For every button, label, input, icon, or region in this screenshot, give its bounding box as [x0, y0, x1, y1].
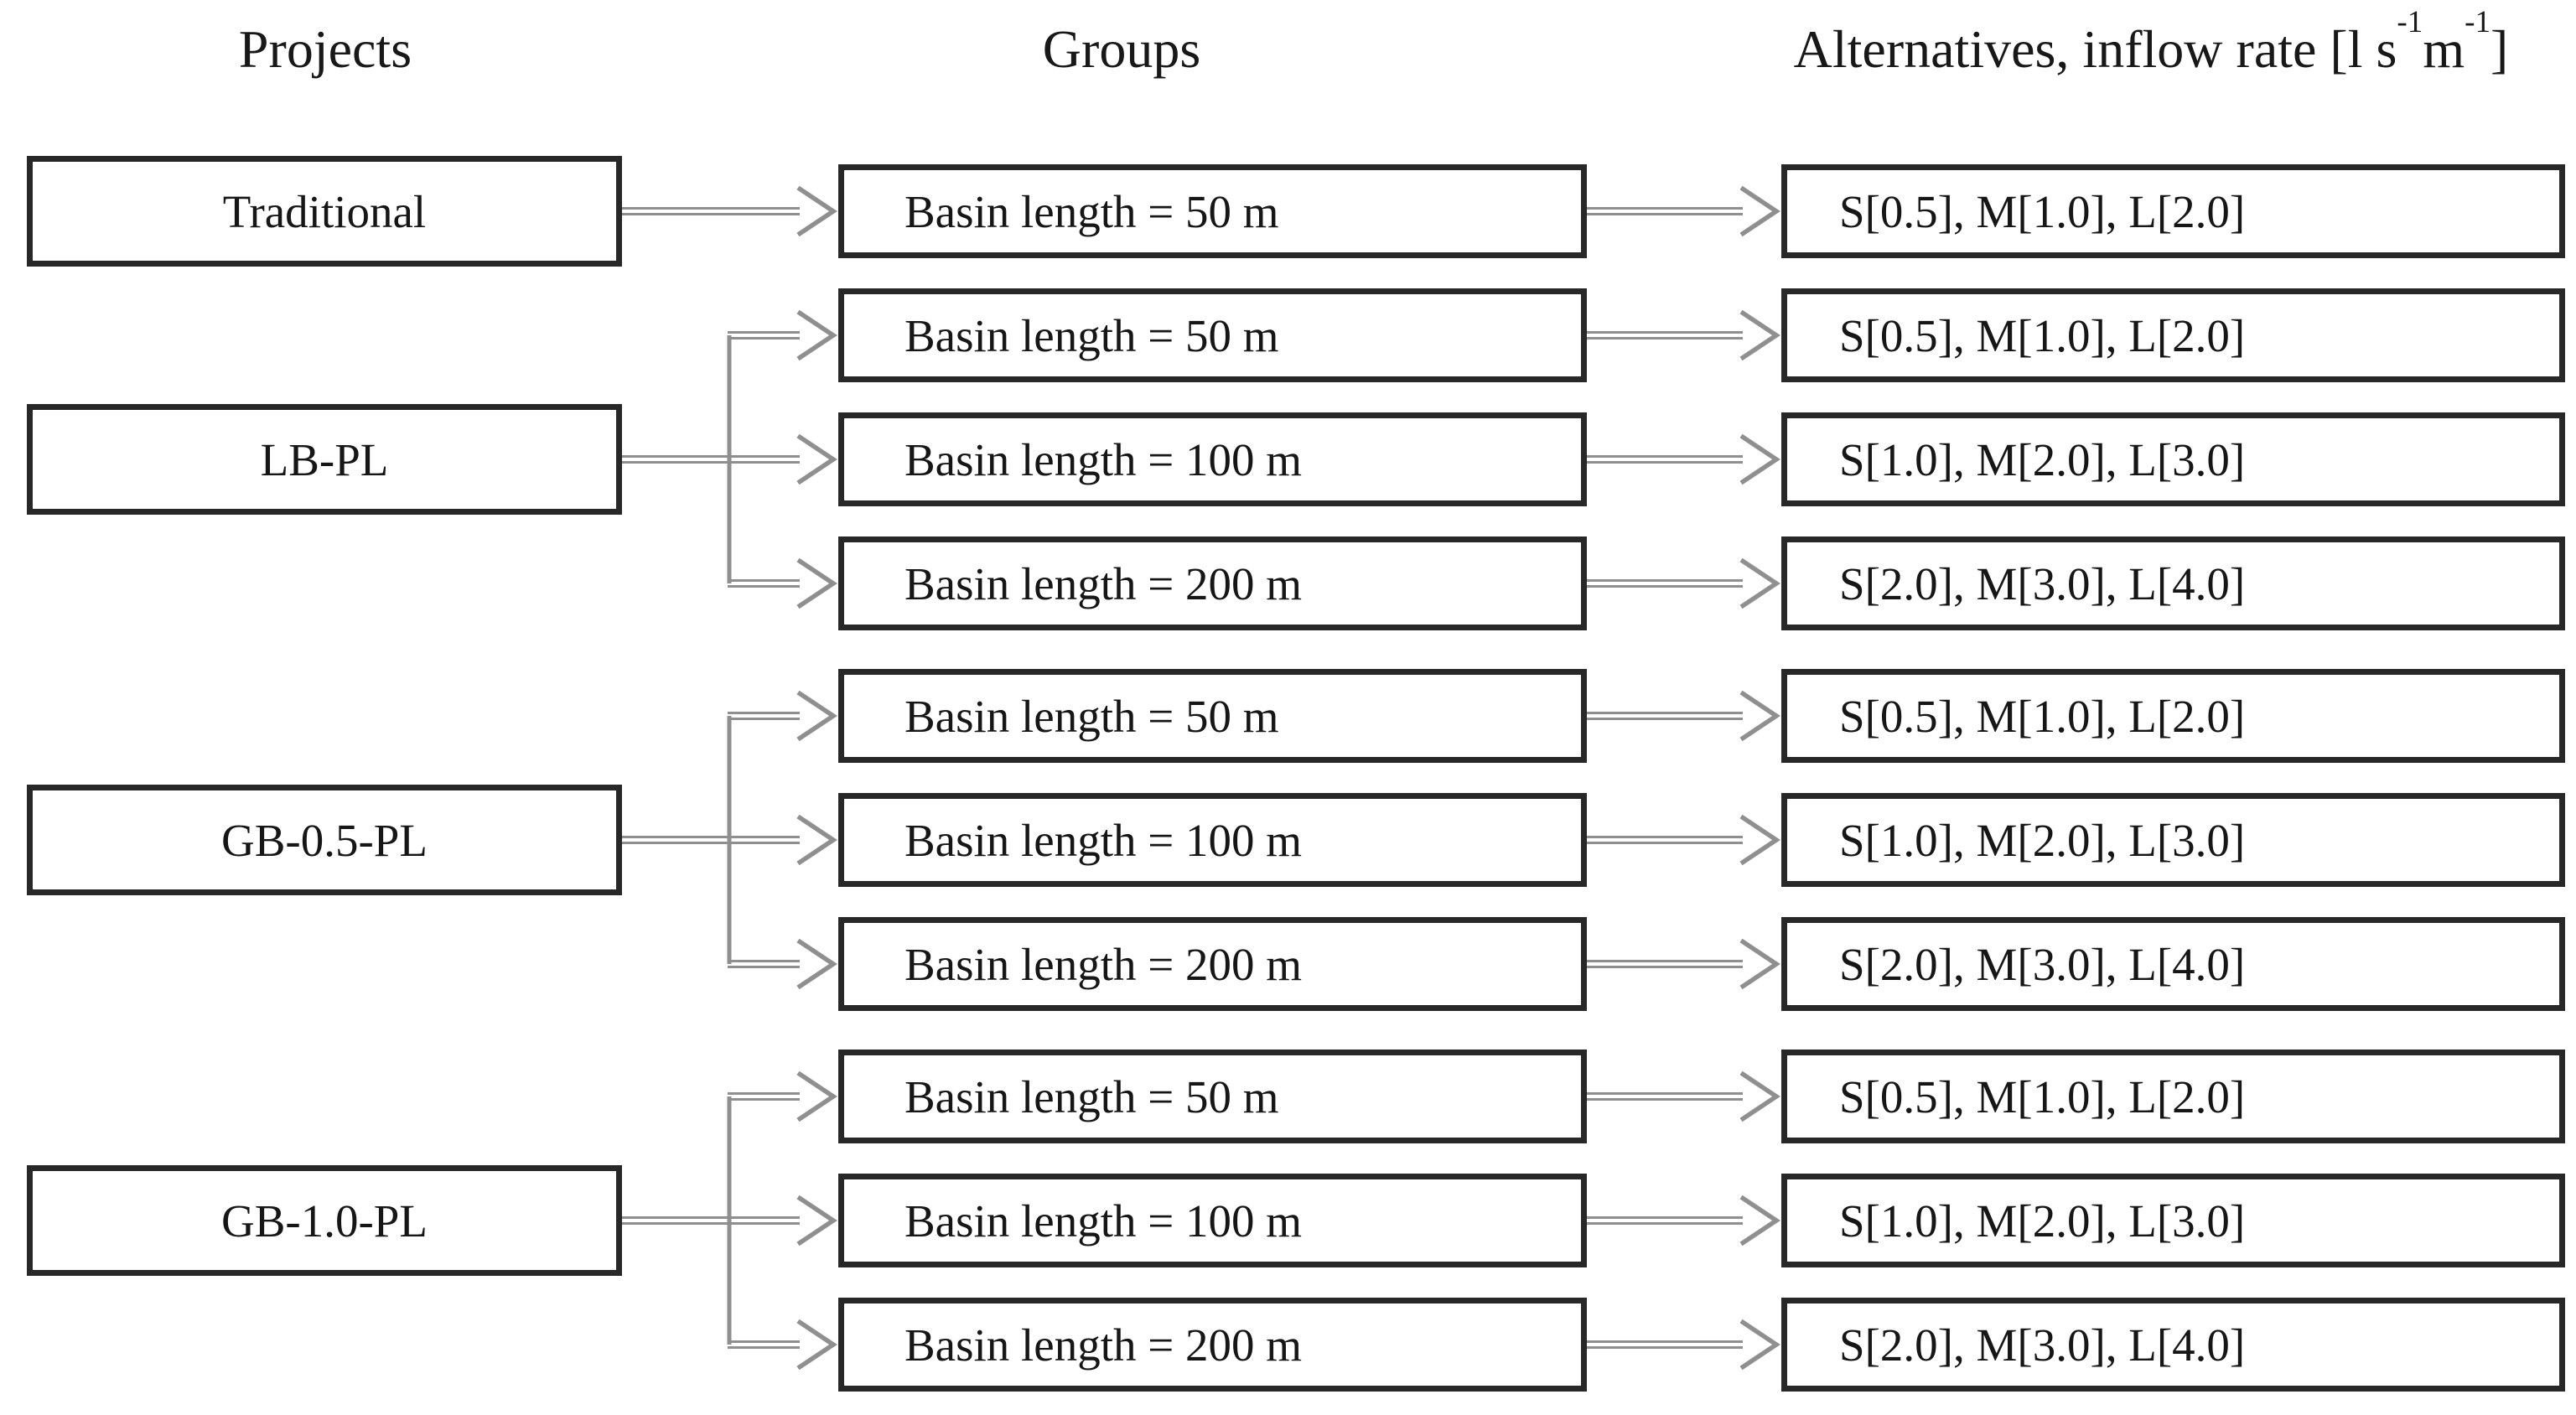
project-1-group-2-arrowhead-icon	[796, 557, 837, 609]
alternatives-superscript-2: -1	[2465, 5, 2491, 40]
project-box: Traditional	[27, 156, 622, 267]
group-box: Basin length = 50 m	[838, 288, 1587, 382]
project-1-group-0-arrowhead-icon	[796, 309, 837, 361]
alternative-box: S[0.5], M[1.0], L[2.0]	[1781, 288, 2565, 382]
project-0-arrowhead-icon	[796, 185, 837, 237]
group-3-1-arrowhead-icon	[1739, 1195, 1780, 1247]
group-box: Basin length = 100 m	[838, 412, 1587, 506]
alternative-box: S[2.0], M[3.0], L[4.0]	[1781, 536, 2565, 630]
group-box: Basin length = 100 m	[838, 1174, 1587, 1267]
group-2-0-arrowhead-icon	[1739, 690, 1780, 742]
alternative-box: S[1.0], M[2.0], L[3.0]	[1781, 793, 2565, 887]
group-box: Basin length = 200 m	[838, 917, 1587, 1011]
group-1-1-arrowhead-icon	[1739, 433, 1780, 485]
alternative-box: S[2.0], M[3.0], L[4.0]	[1781, 1298, 2565, 1392]
project-3-group-1-arrowhead-icon	[796, 1195, 837, 1247]
project-3-group-0-arrowhead-icon	[796, 1070, 837, 1122]
group-box: Basin length = 200 m	[838, 1298, 1587, 1392]
alternatives-unit-m: m	[2423, 19, 2465, 79]
group-0-0-arrowhead-icon	[1739, 185, 1780, 237]
alternative-box: S[1.0], M[2.0], L[3.0]	[1781, 412, 2565, 506]
alternative-box: S[0.5], M[1.0], L[2.0]	[1781, 1050, 2565, 1143]
group-1-0-arrowhead-icon	[1739, 309, 1780, 361]
alternative-box: S[2.0], M[3.0], L[4.0]	[1781, 917, 2565, 1011]
alternative-box: S[0.5], M[1.0], L[2.0]	[1781, 164, 2565, 258]
group-2-1-arrowhead-icon	[1739, 814, 1780, 866]
column-header-alternatives: Alternatives, inflow rate [l s-1m-1]	[1793, 7, 2509, 80]
alternatives-superscript-1: -1	[2397, 5, 2423, 40]
project-box: GB-1.0-PL	[27, 1165, 622, 1276]
group-3-0-arrowhead-icon	[1739, 1070, 1780, 1122]
group-box: Basin length = 50 m	[838, 1050, 1587, 1143]
group-2-2-arrowhead-icon	[1739, 938, 1780, 990]
project-2-group-1-arrowhead-icon	[796, 814, 837, 866]
group-box: Basin length = 50 m	[838, 164, 1587, 258]
project-box: LB-PL	[27, 404, 622, 515]
column-header-projects: Projects	[238, 19, 412, 79]
project-3-group-2-arrowhead-icon	[796, 1319, 837, 1371]
group-1-2-arrowhead-icon	[1739, 557, 1780, 609]
alternatives-bracket-close: ]	[2490, 19, 2509, 79]
alternative-box: S[0.5], M[1.0], L[2.0]	[1781, 669, 2565, 763]
project-1-group-1-arrowhead-icon	[796, 433, 837, 485]
project-box: GB-0.5-PL	[27, 785, 622, 895]
alternatives-header-text: Alternatives, inflow rate [l s	[1793, 19, 2397, 79]
project-2-group-0-arrowhead-icon	[796, 690, 837, 742]
group-3-2-arrowhead-icon	[1739, 1319, 1780, 1371]
group-box: Basin length = 50 m	[838, 669, 1587, 763]
alternative-box: S[1.0], M[2.0], L[3.0]	[1781, 1174, 2565, 1267]
group-box: Basin length = 200 m	[838, 536, 1587, 630]
project-2-group-2-arrowhead-icon	[796, 938, 837, 990]
group-box: Basin length = 100 m	[838, 793, 1587, 887]
column-header-groups: Groups	[1042, 19, 1201, 79]
